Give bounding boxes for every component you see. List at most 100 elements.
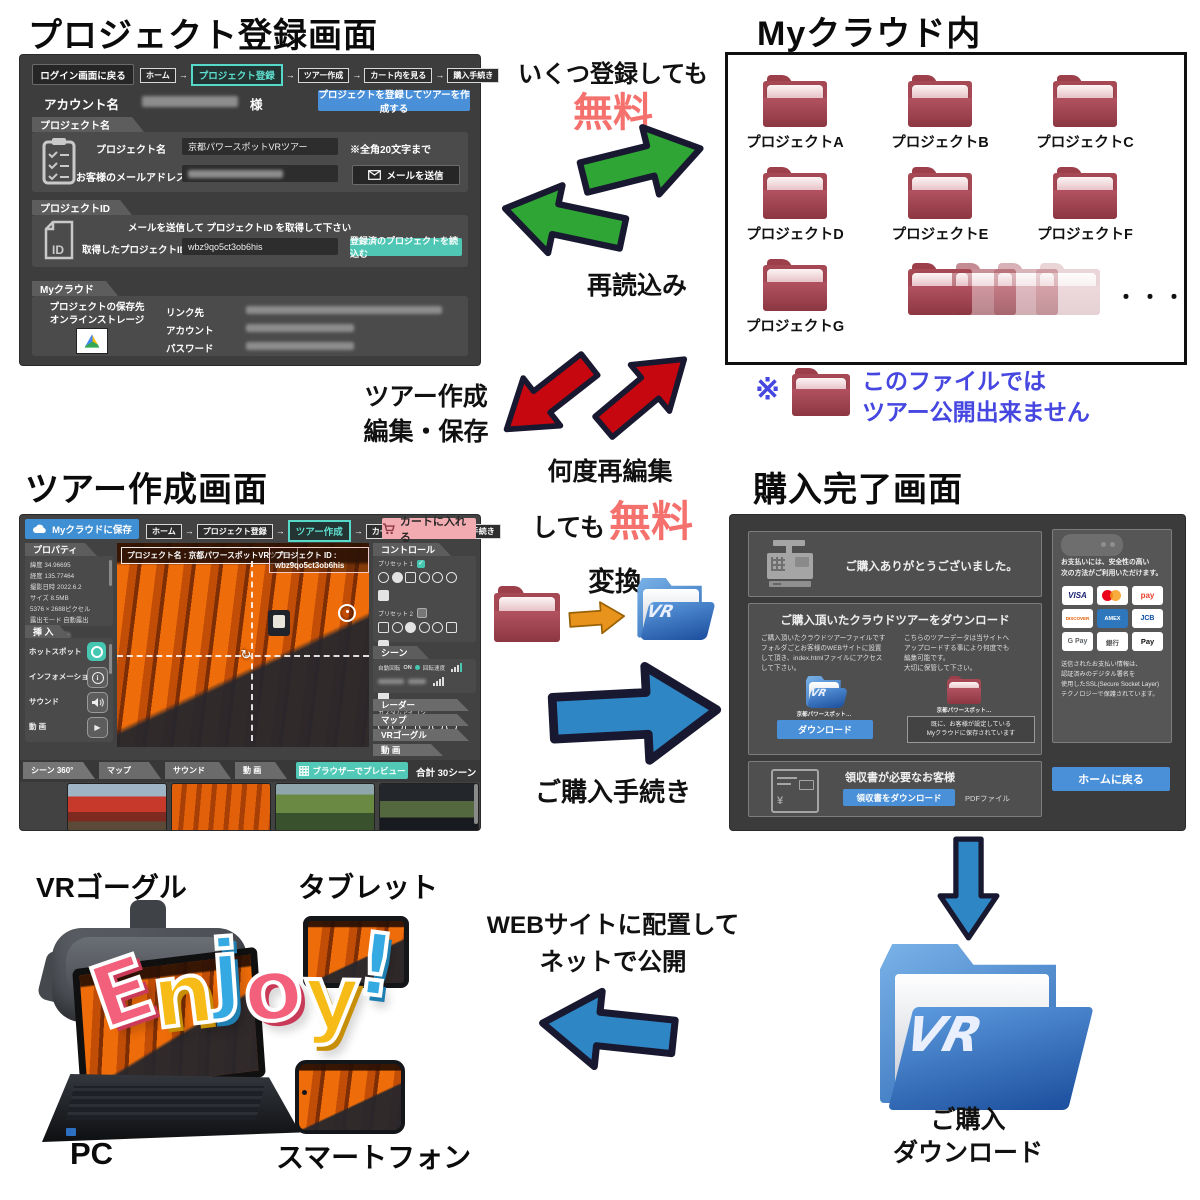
- reedit-free-word: 無料: [609, 498, 694, 545]
- prop-row: 露出モード 自動露出: [30, 617, 89, 624]
- browser-preview-button[interactable]: ブラウザーでプレビュー: [296, 762, 408, 779]
- scene-thumbnail[interactable]: [380, 784, 478, 830]
- reload-text: 再読込み: [586, 272, 687, 300]
- preset1-icons[interactable]: [378, 570, 471, 606]
- tab-map-bottom[interactable]: マップ: [99, 762, 161, 779]
- thanks-text: ご購入ありがとうございました。: [845, 561, 1018, 573]
- envelope-icon: [368, 170, 382, 180]
- total-scenes: 合計 30シーン: [416, 768, 477, 779]
- scrollbar[interactable]: [109, 560, 112, 586]
- send-mail-button[interactable]: メールを送信: [352, 165, 460, 185]
- preset2-label: プリセット 2: [378, 611, 414, 618]
- tab-map[interactable]: マップ: [373, 714, 469, 726]
- back-to-login-button[interactable]: ログイン画面に戻る: [32, 64, 134, 85]
- thumbnail-strip: [20, 782, 480, 830]
- scene-thumbnail[interactable]: [68, 784, 166, 830]
- jcb-icon: JCB: [1132, 609, 1163, 628]
- tab-control[interactable]: コントロール: [373, 543, 451, 556]
- load-project-button[interactable]: 登録済のプロジェクトを読込む: [350, 236, 462, 259]
- purchase-flow-text: ご購入手続き: [534, 777, 691, 807]
- save-to-cloud-button[interactable]: Myクラウドに保存: [25, 519, 139, 539]
- insert-video-label: 動 画: [29, 722, 47, 731]
- purchase-vr-folder-icon: VR: [876, 944, 1094, 1110]
- payment-methods: VISA pay DISCOVER AMEX JCB G Pay 銀行 Pay: [1062, 586, 1163, 651]
- download-button[interactable]: ダウンロード: [777, 720, 873, 739]
- cart-icon: [382, 522, 395, 534]
- prop-row: サイズ 8.5MB: [30, 595, 69, 602]
- hotspot-icon[interactable]: [87, 642, 106, 661]
- note-folder-icon: [792, 368, 850, 416]
- vr-folder-small-icon: VR: [805, 676, 848, 708]
- prop-row: 経度 135.77464: [30, 573, 75, 580]
- crumb-checkout[interactable]: 購入手続き: [447, 67, 500, 83]
- crumb-tour[interactable]: ツアー作成: [297, 67, 350, 83]
- info-icon[interactable]: i: [87, 667, 108, 688]
- arrow-left-blue-icon: [533, 975, 682, 1085]
- folder-label: プロジェクトG: [745, 319, 845, 335]
- tour-screen: Myクラウドに保存 ホーム → プロジェクト登録 → ツアー作成 → カート内を…: [20, 515, 501, 830]
- register-and-create-button[interactable]: プロジェクトを登録してツアーを作成する: [318, 89, 470, 115]
- project-id-input[interactable]: wbz9qo5ct3ob6his: [182, 238, 338, 255]
- web-publish-text: WEBサイトに配置して ネットで公開: [486, 912, 740, 976]
- tab-insert[interactable]: 挿 入: [25, 625, 71, 638]
- crumb-register[interactable]: プロジェクト登録: [190, 64, 283, 86]
- clipboard-icon: [42, 138, 76, 185]
- email-input[interactable]: [182, 165, 338, 182]
- cursor-icon: ↻: [240, 647, 252, 663]
- tab-vr-goggle[interactable]: VRゴーグル: [373, 729, 469, 741]
- arrow-right-orange-icon: [567, 596, 628, 640]
- scene-thumbnail[interactable]: [276, 784, 374, 830]
- tab-video[interactable]: 動 画: [373, 744, 443, 756]
- gpay-icon: G Pay: [1062, 632, 1093, 651]
- speed-bars[interactable]: [451, 663, 463, 672]
- level-bars[interactable]: [433, 677, 444, 686]
- folder-label: プロジェクトA: [746, 135, 844, 151]
- crumb-home[interactable]: ホーム: [146, 523, 182, 539]
- check-icon[interactable]: ✓: [417, 559, 426, 568]
- tab-scene[interactable]: シーン: [373, 646, 429, 659]
- sound-icon[interactable]: [87, 692, 108, 713]
- tour-edit-text: ツアー作成 編集・保存: [363, 383, 489, 446]
- tab-radar[interactable]: レーダー: [373, 699, 469, 711]
- download-card: ご購入頂いたクラウドツアーをダウンロード ご購入頂いたクラウドツアーファイルです…: [748, 603, 1042, 755]
- scrollbar[interactable]: [109, 644, 112, 674]
- insert-sound-label: サウンド: [29, 697, 59, 706]
- tab-project-name[interactable]: プロジェクト名: [32, 117, 144, 132]
- tab-scene-360[interactable]: シーン 360°: [23, 762, 95, 779]
- link-label: リンク先: [166, 308, 205, 319]
- tab-properties[interactable]: プロパティ: [25, 543, 97, 556]
- hotspot-target-icon[interactable]: [338, 604, 357, 623]
- folder-project-b: [908, 75, 972, 127]
- scene-thumbnail[interactable]: [172, 784, 270, 830]
- register-screen-title: プロジェクト登録画面: [28, 17, 378, 55]
- receipt-download-button[interactable]: 領収書をダウンロード: [843, 789, 955, 806]
- folder-label: プロジェクトE: [891, 227, 989, 243]
- project-name-input[interactable]: 京都パワースポットVRツアー: [182, 138, 338, 155]
- smartphone-illustration: [1061, 534, 1123, 556]
- account-redacted: [246, 324, 354, 332]
- scrollbar[interactable]: [474, 784, 478, 824]
- tab-sound-bottom[interactable]: サウンド: [165, 762, 231, 779]
- add-to-cart-button[interactable]: カートに入れる: [382, 516, 476, 544]
- folder-project-d: [763, 167, 827, 219]
- mycloud-box: プロジェクトの保存先 オンラインストレージ リンク先 アカウント パスワード: [32, 296, 468, 356]
- tab-video-bottom[interactable]: 動 画: [235, 762, 287, 779]
- prop-row: 5376 × 2688ピクセル: [30, 606, 91, 613]
- crumb-home[interactable]: ホーム: [140, 67, 176, 83]
- crumb-tour[interactable]: ツアー作成: [287, 520, 351, 542]
- toggle-on-dot[interactable]: [414, 665, 420, 670]
- home-button[interactable]: ホームに戻る: [1052, 767, 1170, 791]
- tab-project-id[interactable]: プロジェクトID: [32, 200, 132, 215]
- vr-goggle-label: VRゴーグル: [36, 872, 187, 903]
- project-id-box: ID メールを送信して プロジェクトID を取得して下さい 取得したプロジェクト…: [32, 215, 468, 267]
- crumb-register[interactable]: プロジェクト登録: [196, 523, 273, 539]
- folder-project-f: [1053, 167, 1117, 219]
- tab-mycloud[interactable]: Myクラウド: [32, 281, 118, 296]
- email-label: お客様のメールアドレス: [76, 173, 186, 184]
- video-icon[interactable]: ▶: [87, 717, 108, 738]
- preview-grid-icon: [298, 765, 309, 776]
- tour-main-image[interactable]: プロジェクト名 : 京都パワースポットVRツアー プロジェクト ID : wbz…: [117, 543, 369, 747]
- crumb-cart[interactable]: カート内を見る: [364, 67, 433, 83]
- preset2-icons[interactable]: [378, 620, 471, 656]
- checkbox[interactable]: [417, 608, 428, 618]
